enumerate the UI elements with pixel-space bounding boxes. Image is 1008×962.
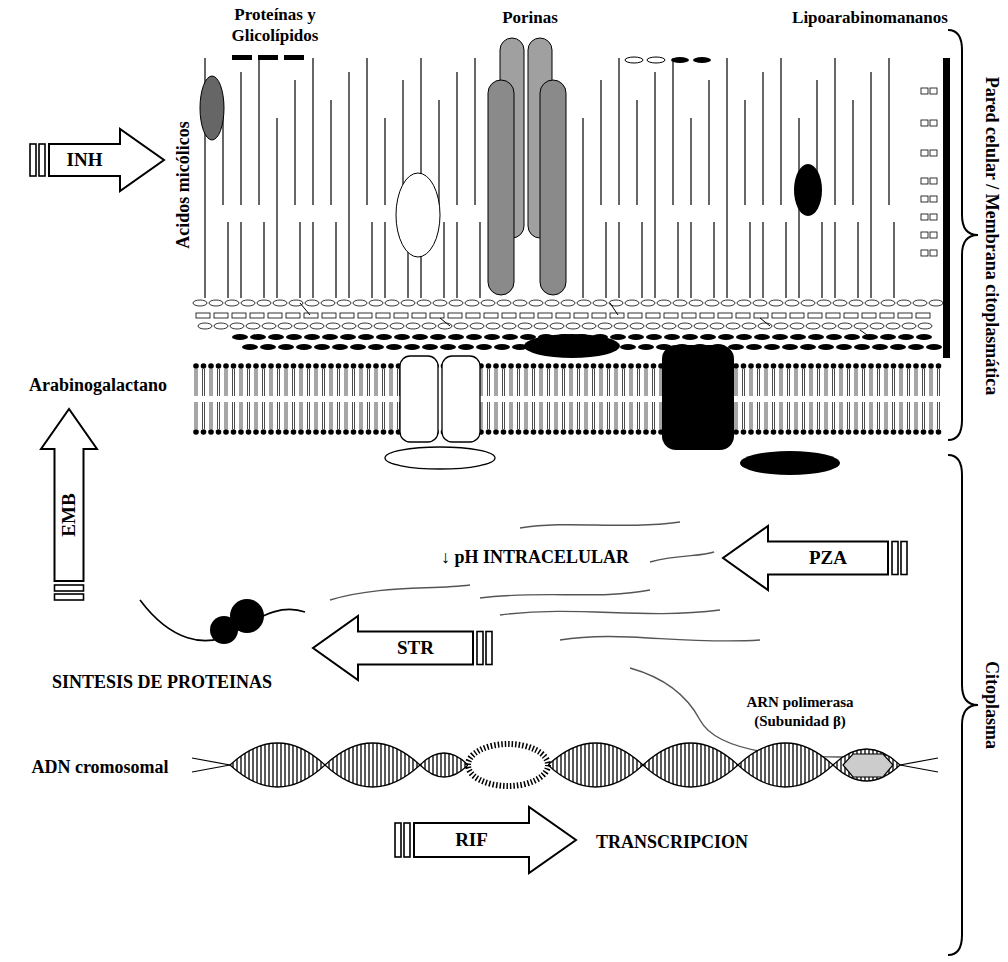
- drug-name: INH: [67, 150, 103, 171]
- drug-name: PZA: [809, 548, 847, 569]
- drug-name: RIF: [455, 830, 488, 851]
- ribosome: [140, 599, 305, 644]
- part-label: Acidos micólicos: [172, 121, 195, 249]
- drug-name: EMB: [59, 493, 80, 536]
- drug-arrow: INH: [30, 128, 165, 192]
- part-label: ARN polimerasa (Subunidad β): [730, 693, 870, 731]
- drug-arrow: EMB: [40, 408, 98, 600]
- drug-arrow: PZA: [722, 525, 907, 591]
- drug-arrow: STR: [312, 615, 492, 681]
- part-label: Arabinogalactano: [29, 374, 167, 397]
- dna-helix: [192, 743, 938, 787]
- part-label: ↓ pH INTRACELULAR: [441, 546, 629, 569]
- part-label: TRANSCRIPCION: [596, 831, 748, 854]
- part-label: Proteínas y Glicolípidos: [210, 4, 340, 47]
- drug-name: STR: [397, 638, 434, 659]
- drug-arrow: RIF: [395, 806, 577, 874]
- part-label: SINTESIS DE PROTEINAS: [52, 671, 272, 694]
- part-label: Lipoarabinomananos: [792, 7, 948, 28]
- brace: [948, 30, 978, 955]
- part-label: Pared celular / Membrana citoplasmática: [981, 77, 1004, 395]
- part-label: Citoplasma: [981, 661, 1004, 749]
- part-label: ADN cromosomal: [31, 756, 168, 779]
- mycolic-layer: [193, 38, 950, 358]
- lipid-bilayer: [193, 334, 941, 475]
- part-label: Porinas: [502, 7, 558, 28]
